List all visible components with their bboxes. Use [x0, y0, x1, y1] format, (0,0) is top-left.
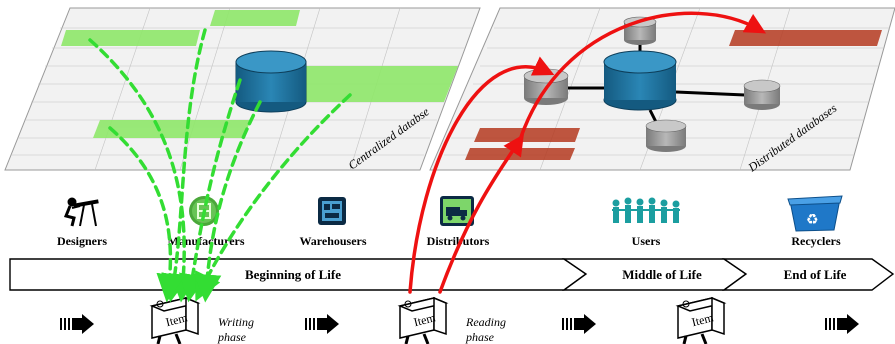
green-writing-arrows [88, 28, 352, 303]
item-label: Item [164, 310, 189, 329]
writing-phase-label-line2: phase [217, 330, 247, 344]
svg-text:♻: ♻ [806, 212, 819, 228]
actor-label-designers: Designers [57, 234, 107, 248]
recycle-bin-icon: ♻ [787, 195, 843, 232]
centralized-database: Centralized databse [4, 7, 481, 172]
reading-phase-label-line2: phase [465, 330, 495, 344]
item-box-middle: Item [675, 296, 727, 344]
item-box-writing: Item [149, 296, 201, 344]
item-box-reading: Item [397, 296, 449, 344]
actor-label-distributors: Distributors [427, 234, 490, 248]
centralized-highlighted-rows [61, 10, 458, 138]
middle-of-life-label: Middle of Life [622, 267, 702, 282]
designer-icon [63, 197, 99, 227]
warehouse-icon [318, 197, 346, 225]
progress-arrow [60, 314, 94, 334]
red-reading-arrows [408, 11, 767, 294]
remote-db-right [743, 79, 781, 110]
central-db-cylinder [235, 50, 307, 113]
actor-label-recyclers: Recyclers [791, 234, 841, 248]
truck-icon [440, 196, 474, 226]
progress-arrow [825, 314, 859, 334]
remote-db-bottom [645, 119, 687, 152]
reading-phase-label-line1: Reading [465, 315, 506, 329]
lifecycle-band: Beginning of Life Middle of Life End of … [9, 258, 895, 291]
progress-arrow [562, 314, 596, 334]
beginning-of-life-label: Beginning of Life [245, 267, 341, 282]
item-label: Item [690, 310, 715, 329]
writing-phase-label-line1: Writing [218, 315, 254, 329]
actor-label-users: Users [632, 234, 661, 248]
item-label: Item [412, 310, 437, 329]
end-of-life-label: End of Life [784, 267, 847, 282]
distributed-databases: Distributed databases [429, 7, 895, 175]
hub-db-cylinder [603, 50, 677, 111]
actor-label-warehousers: Warehousers [299, 234, 366, 248]
end-of-life-chevron [721, 258, 895, 291]
users-icon [612, 197, 680, 223]
progress-arrow [305, 314, 339, 334]
